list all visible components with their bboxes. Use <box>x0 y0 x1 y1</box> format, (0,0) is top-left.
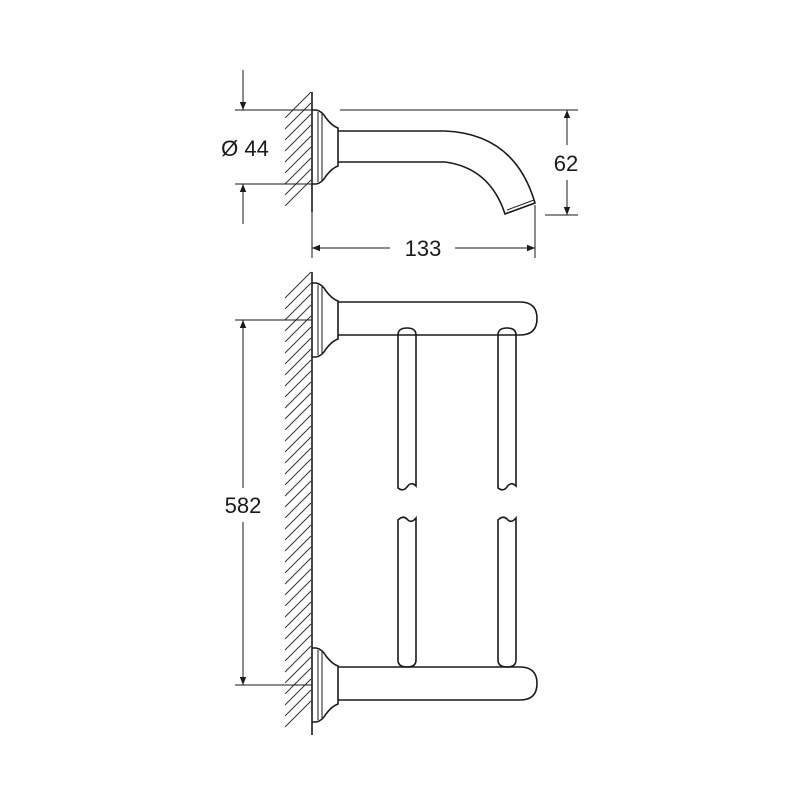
hatch-line <box>284 348 312 376</box>
hatch-line <box>284 678 312 706</box>
hatch-line <box>284 623 312 651</box>
hatch-line <box>284 502 312 530</box>
hatch-line <box>284 436 312 464</box>
spacing-dimension-label: 582 <box>225 493 262 518</box>
upper-bracket <box>312 282 538 358</box>
hatch-line <box>284 403 312 431</box>
hatch-line <box>284 146 312 174</box>
hatch-line <box>284 392 312 420</box>
diameter-dimension-label: Ø 44 <box>221 136 269 161</box>
hatch-line <box>284 414 312 442</box>
bracket-arm <box>338 666 538 701</box>
hatch-line <box>284 513 312 541</box>
hatch-line <box>284 102 312 130</box>
hatch-line <box>284 326 312 354</box>
hatch-line <box>284 293 312 321</box>
hatch-line <box>284 557 312 585</box>
hatch-line <box>284 157 312 185</box>
hatch-line <box>284 271 312 299</box>
hatch-line <box>284 135 312 163</box>
hatch-line <box>284 601 312 629</box>
rail-bar-left <box>397 327 417 668</box>
hatch-line <box>284 491 312 519</box>
height-dimension-label: 62 <box>554 151 578 176</box>
hatch-line <box>284 469 312 497</box>
bracket-flange <box>312 282 339 358</box>
hatch-line <box>284 590 312 618</box>
flange-top <box>312 109 339 185</box>
hatch-line <box>284 282 312 310</box>
rail-bar-right <box>497 327 517 668</box>
hatch-line <box>284 304 312 332</box>
hatch-line <box>284 359 312 387</box>
bracket-flange <box>312 647 339 723</box>
hatch-line <box>284 91 312 119</box>
hatch-line <box>284 645 312 673</box>
wall-hatch-front <box>284 271 312 728</box>
spout-outlet-line <box>506 199 535 211</box>
hatch-line <box>284 546 312 574</box>
hatch-line <box>284 113 312 141</box>
bracket-arm <box>338 301 538 336</box>
hatch-line <box>284 612 312 640</box>
hatch-line <box>284 667 312 695</box>
wall-hatch-top <box>284 91 312 207</box>
hatch-line <box>284 337 312 365</box>
hatch-line <box>284 458 312 486</box>
top-view: Ø 44 62 133 <box>221 70 578 261</box>
hatch-line <box>284 425 312 453</box>
front-view: 582 <box>225 271 538 735</box>
hatch-line <box>284 689 312 717</box>
projection-dimension-label: 133 <box>405 236 442 261</box>
hatch-line <box>284 381 312 409</box>
hatch-line <box>284 168 312 196</box>
hatch-line <box>284 124 312 152</box>
hatch-line <box>284 535 312 563</box>
hatch-line <box>284 579 312 607</box>
spout <box>338 130 536 216</box>
hatch-line <box>284 700 312 728</box>
hatch-line <box>284 568 312 596</box>
lower-bracket <box>312 647 538 723</box>
hatch-line <box>284 447 312 475</box>
hatch-line <box>284 524 312 552</box>
hatch-line <box>284 634 312 662</box>
hatch-line <box>284 480 312 508</box>
hatch-line <box>284 656 312 684</box>
hatch-line <box>284 370 312 398</box>
